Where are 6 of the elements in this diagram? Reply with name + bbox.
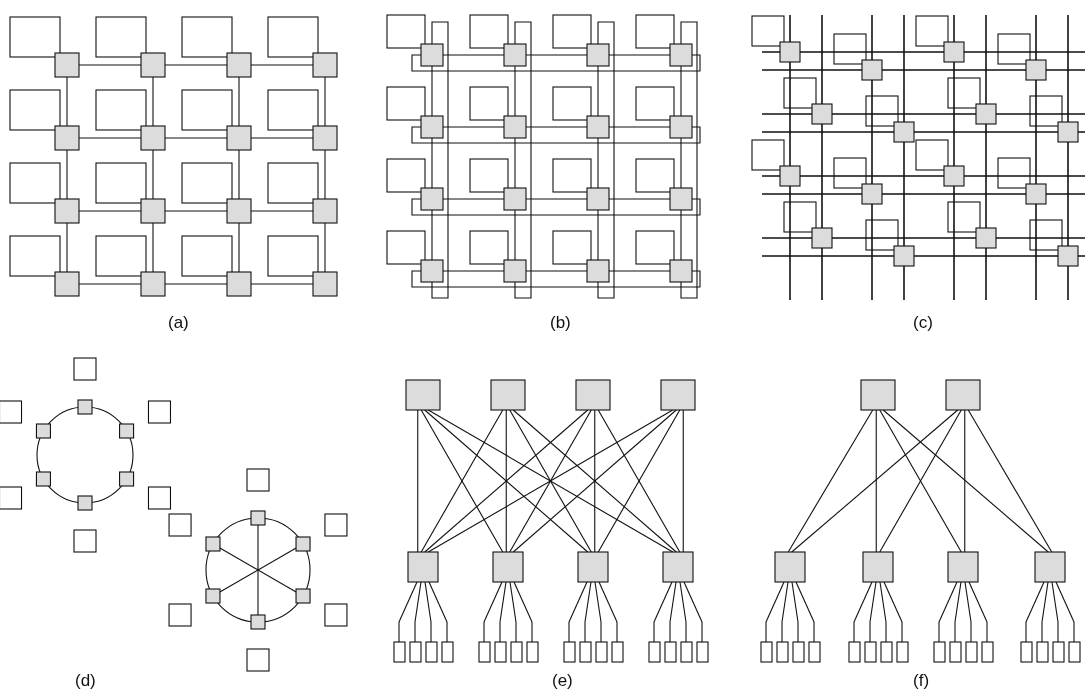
panel-label: (d) bbox=[75, 671, 96, 691]
panel-label: (a) bbox=[168, 313, 189, 333]
panel-label: (e) bbox=[552, 671, 573, 691]
panel-label: (f) bbox=[913, 671, 930, 691]
panel-label: (c) bbox=[913, 313, 933, 333]
panel-label: (b) bbox=[550, 313, 571, 333]
